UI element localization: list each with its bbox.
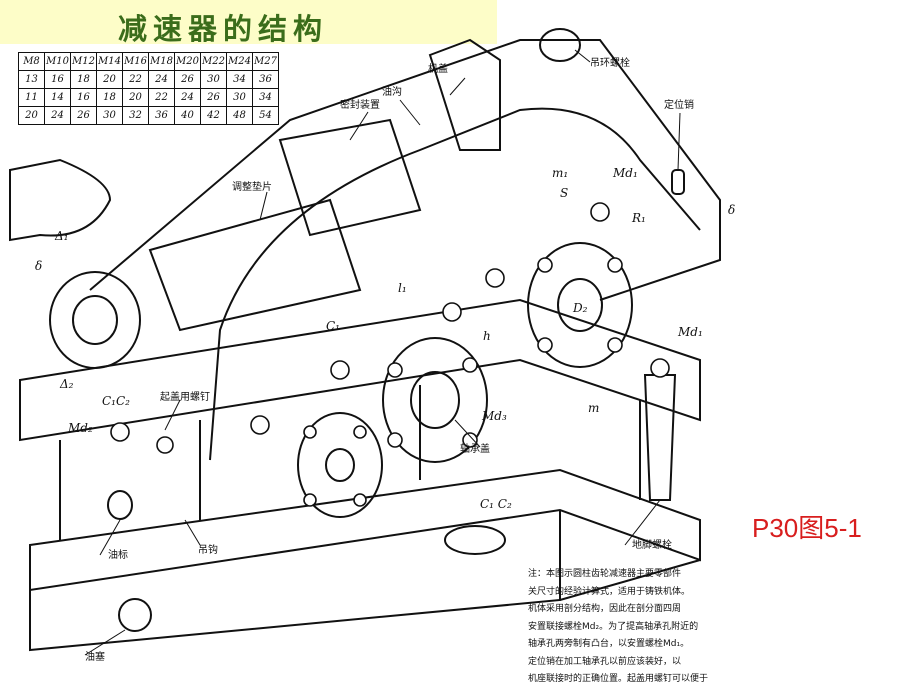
middle-shaft: [148, 198, 362, 332]
symbol-c1c2-base: C₁ C₂: [480, 497, 512, 511]
symbol-s: S: [560, 186, 568, 200]
label-foundation-bolt: 地脚螺栓: [632, 538, 672, 551]
lifting-eye: [539, 28, 581, 62]
symbol-md3: Md₃: [481, 409, 507, 423]
label-oil-gauge: 油标: [108, 548, 128, 561]
figure-reference: P30图5-1: [752, 513, 862, 543]
cover-curve: [209, 107, 701, 461]
bearing-cover-large: [527, 242, 633, 368]
locating-pin-shape: [671, 169, 685, 195]
input-shaft: [278, 118, 422, 237]
label-jack-screw: 起盖用螺钉: [160, 390, 210, 403]
note-line: 轴承孔两旁制有凸台，以安置螺栓Md₁。: [528, 639, 690, 649]
table-cell: 24: [44, 106, 71, 125]
symbol-r1: R₁: [631, 211, 646, 225]
symbol-md1-top: Md₁: [612, 166, 638, 180]
label-lifting-hook: 吊钩: [198, 544, 218, 556]
bearing-cover-small: [297, 412, 383, 518]
symbol-c1c2-left: C₁C₂: [102, 394, 130, 408]
symbol-md1-right: Md₁: [677, 325, 703, 339]
cover-outline: [89, 39, 721, 301]
label-oil-plug: 油塞: [85, 650, 105, 663]
symbol-delta: δ: [35, 259, 42, 273]
label-oil-groove: 油沟: [382, 85, 402, 98]
note-line: 安置联接螺栓Md₂。为了提高轴承孔附近的: [528, 621, 699, 632]
page-title: 减速器的结构: [118, 12, 329, 46]
symbol-delta1: Δ₁: [54, 229, 68, 243]
housing-ribs: [59, 385, 641, 540]
note-line: 定位销在加工轴承孔以前应该装好，以: [528, 656, 682, 667]
table-cell: 30: [96, 106, 123, 125]
machine-cover-plate: [428, 38, 501, 151]
symbol-delta2: Δ₂: [59, 377, 74, 391]
base-side: [29, 510, 561, 652]
table-cell: 54: [252, 106, 279, 125]
symbol-m: m: [588, 401, 599, 415]
label-lifting-eye-bolt: 吊环螺栓: [590, 56, 630, 69]
left-detail-section: [9, 158, 112, 242]
symbol-md2: Md₂: [67, 421, 93, 435]
label-machine-cover: 机盖: [428, 62, 448, 75]
housing-flange: [19, 298, 701, 442]
oil-gauge-shape: [107, 490, 133, 520]
symbol-d2: D₂: [572, 301, 588, 315]
note-line: 注：本图示圆柱齿轮减速器主要零部件: [528, 569, 682, 579]
label-locating-pin: 定位销: [664, 98, 694, 111]
symbol-m1: m₁: [552, 166, 568, 180]
symbol-l1: l₁: [398, 281, 407, 295]
shaft-end-left: [49, 271, 141, 369]
symbol-c1: C₁: [326, 319, 340, 333]
label-adjusting-shim: 调整垫片: [232, 180, 272, 193]
figure-note: 注：本图示圆柱齿轮减速器主要零部件 关尺寸的经验计算式，适用于铸铁机体。 机体采…: [528, 566, 768, 689]
base-hole: [444, 525, 506, 555]
note-line: 机体采用剖分结构，因此在剖分面四周: [528, 604, 682, 614]
bearing-cover-middle: [382, 337, 488, 463]
label-bearing-cover: 轴承盖: [460, 442, 490, 455]
symbol-h: h: [483, 329, 491, 343]
oil-plug-shape: [118, 598, 152, 632]
label-seal-device: 密封装置: [340, 98, 380, 111]
foundation-bolt-shape: [643, 374, 677, 501]
note-line: 关尺寸的经验计算式，适用于铸铁机体。: [528, 586, 691, 597]
symbol-delta-right: δ: [728, 203, 735, 217]
title-banner: 减速器的结构: [0, 0, 497, 46]
note-line: 机座联接时的正确位置。起盖用螺钉可以便于: [528, 674, 709, 684]
